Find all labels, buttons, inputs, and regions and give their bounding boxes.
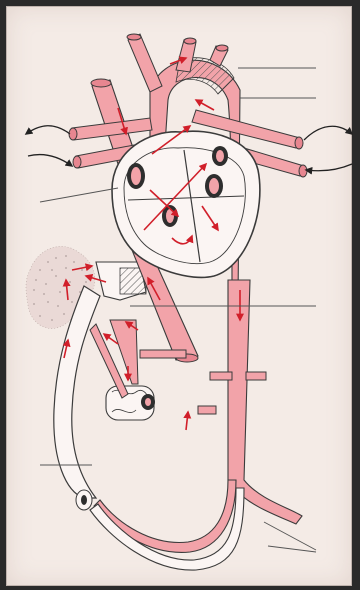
umbilical-arteries — [90, 480, 244, 570]
descending-aorta — [228, 280, 302, 524]
intestine — [106, 386, 155, 420]
